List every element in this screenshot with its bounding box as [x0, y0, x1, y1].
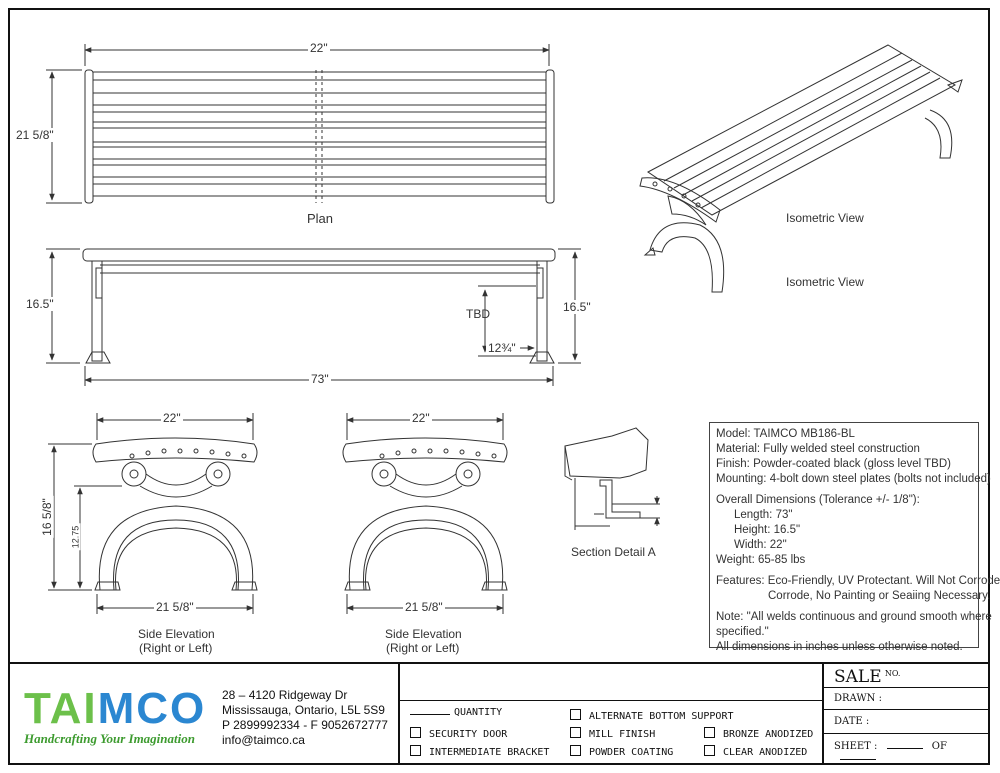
of-label: OF [931, 741, 947, 752]
isometric-label-2: Isometric View [786, 275, 864, 289]
spec-material: Material: Fully welded steel constructio… [716, 443, 920, 455]
options-block: QUANTITY SECURITY DOOR INTERMEDIATE BRAC… [400, 664, 824, 765]
section-detail-a [564, 427, 660, 530]
side-elevation-left [48, 413, 258, 614]
side-left-base-dim: 21 5/8" [154, 600, 196, 614]
spec-overall: Overall Dimensions (Tolerance +/- 1/8"): [716, 494, 920, 506]
bronze-anodized-option[interactable]: BRONZE ANODIZED [704, 727, 813, 740]
powder-coating-option[interactable]: POWDER COATING [570, 745, 673, 758]
spec-width: Width: 22" [734, 539, 787, 551]
mill-finish-option[interactable]: MILL FINISH [570, 727, 655, 740]
logo-text: TAIMCO [24, 684, 206, 733]
spec-note-1: Note: "All welds continuous and ground s… [716, 611, 992, 623]
side-right-width-dim: 22" [410, 411, 432, 425]
title-block: TAIMCO Handcrafting Your Imagination 28 … [8, 662, 990, 765]
intermediate-bracket-label: INTERMEDIATE BRACKET [429, 747, 550, 758]
sale-no-label: NO. [884, 669, 901, 678]
spec-mounting: Mounting: 4-bolt down steel plates (bolt… [716, 473, 991, 485]
clearance-dim: 12¾" [486, 341, 518, 355]
spec-note-3: All dimensions in inches unless otherwis… [716, 641, 963, 653]
spec-length: Length: 73" [734, 509, 793, 521]
plan-view [46, 44, 555, 204]
address-line-1: 28 – 4120 Ridgeway Dr [222, 688, 348, 702]
clear-anodized-label: CLEAR ANODIZED [723, 747, 808, 758]
isometric-label-1: Isometric View [786, 211, 864, 225]
clear-anodized-checkbox[interactable] [704, 745, 715, 756]
security-door-checkbox[interactable] [410, 727, 421, 738]
front-elevation [46, 248, 581, 386]
company-email[interactable]: info@taimco.ca [222, 733, 305, 747]
date-label: DATE : [834, 716, 870, 727]
plan-label: Plan [307, 211, 334, 226]
alternate-bottom-support-checkbox[interactable] [570, 709, 581, 720]
side-right-label-2: (Right or Left) [386, 641, 460, 655]
bronze-anodized-checkbox[interactable] [704, 727, 715, 738]
company-address: 28 – 4120 Ridgeway Dr Mississauga, Ontar… [222, 688, 388, 748]
side-left-label-2: (Right or Left) [139, 641, 213, 655]
intermediate-bracket-option[interactable]: INTERMEDIATE BRACKET [410, 745, 549, 758]
intermediate-bracket-checkbox[interactable] [410, 745, 421, 756]
sheet-label: SHEET : [834, 741, 878, 752]
side-elevation-right [342, 413, 508, 614]
isometric-view [639, 44, 963, 293]
mill-finish-checkbox[interactable] [570, 727, 581, 738]
address-line-2: Mississauga, Ontario, L5L 5S9 [222, 703, 385, 717]
side-left-height-dim: 16 5/8" [39, 496, 54, 538]
tbd-label: TBD [466, 307, 490, 321]
meta-block: SALE NO. DRAWN : DATE : SHEET : OF [824, 664, 990, 765]
alternate-bottom-support-label: ALTERNATE BOTTOM SUPPORT [589, 711, 734, 722]
alternate-bottom-support-option[interactable]: ALTERNATE BOTTOM SUPPORT [570, 709, 734, 722]
spec-features-1: Features: Eco-Friendly, UV Protectant. W… [716, 575, 1000, 587]
side-left-label-1: Side Elevation [138, 627, 215, 641]
company-tagline: Handcrafting Your Imagination [24, 731, 195, 746]
front-height-dim-right: 16.5" [561, 300, 593, 314]
powder-coating-label: POWDER COATING [589, 747, 674, 758]
mill-finish-label: MILL FINISH [589, 729, 656, 740]
spec-note-2: specified." [716, 626, 769, 638]
side-left-inner-height-dim: 12.75 [70, 523, 81, 551]
section-detail-label: Section Detail A [571, 545, 656, 559]
logo-text-blue: MCO [97, 684, 207, 733]
drawing-sheet [8, 8, 990, 765]
security-door-label: SECURITY DOOR [429, 729, 508, 740]
quantity-field[interactable]: QUANTITY [410, 707, 502, 718]
drawn-field[interactable]: DRAWN : [824, 688, 990, 710]
side-right-label-1: Side Elevation [385, 627, 462, 641]
powder-coating-checkbox[interactable] [570, 745, 581, 756]
front-length-dim: 73" [309, 372, 331, 386]
sale-label: SALE [834, 667, 882, 687]
bronze-anodized-label: BRONZE ANODIZED [723, 729, 814, 740]
logo-text-green: TAI [24, 684, 98, 733]
company-block: TAIMCO Handcrafting Your Imagination 28 … [8, 664, 400, 765]
clear-anodized-option[interactable]: CLEAR ANODIZED [704, 745, 807, 758]
quantity-label: QUANTITY [454, 707, 503, 718]
spec-height: Height: 16.5" [734, 524, 801, 536]
specifications-box: Model: TAIMCO MB186-BL Material: Fully w… [709, 422, 1000, 653]
phone-fax: P 2899992334 - F 9052672777 [222, 718, 388, 732]
spec-model: Model: TAIMCO MB186-BL [716, 428, 855, 440]
spec-features-2: Corrode, No Painting or Seaiing Necessar… [768, 590, 991, 602]
security-door-option[interactable]: SECURITY DOOR [410, 727, 507, 740]
spec-weight: Weight: 65-85 lbs [716, 554, 806, 566]
plan-width-dim: 22" [308, 41, 330, 55]
side-right-base-dim: 21 5/8" [403, 600, 445, 614]
sheet-field[interactable]: SHEET : OF [824, 734, 990, 765]
date-field[interactable]: DATE : [824, 710, 990, 734]
drawn-label: DRAWN : [834, 693, 882, 704]
spec-finish: Finish: Powder-coated black (gloss level… [716, 458, 951, 470]
plan-depth-dim: 21 5/8" [14, 128, 56, 142]
front-height-dim-left: 16.5" [24, 297, 56, 311]
side-left-width-dim: 22" [161, 411, 183, 425]
company-logo: TAIMCO [24, 684, 206, 734]
sale-row: SALE NO. [824, 664, 990, 688]
